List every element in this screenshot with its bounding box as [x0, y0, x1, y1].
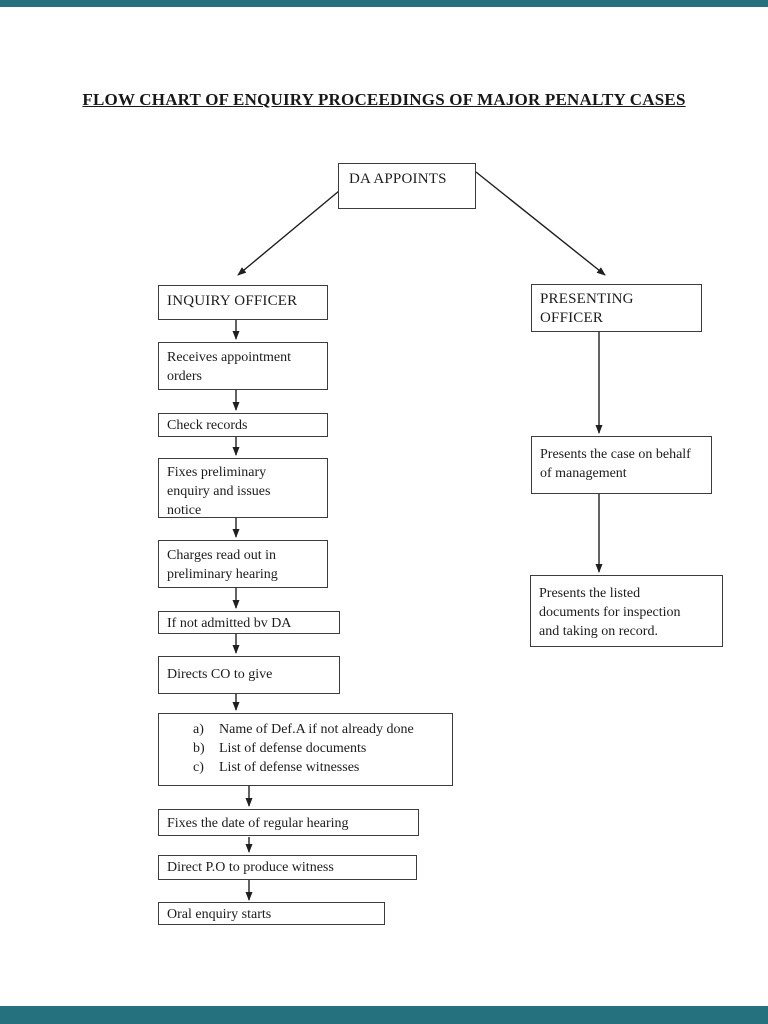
node-line: Presents the case on behalf	[540, 447, 691, 462]
list-marker: a)	[193, 722, 204, 737]
node-presents-case-on-behalf: Presents the case on behalf of managemen…	[531, 436, 712, 494]
flow-arrow	[475, 171, 606, 276]
node-line: Charges read out in	[167, 548, 276, 563]
node-line: enquiry and issues	[167, 484, 271, 499]
node-line: INQUIRY OFFICER	[167, 293, 298, 309]
node-line: PRESENTING	[540, 291, 634, 307]
node-line: Directs CO to give	[167, 667, 273, 682]
node-line: DA APPOINTS	[349, 171, 447, 187]
node-line: Check records	[167, 418, 248, 433]
flow-arrow	[237, 190, 340, 276]
node-line: Presents the listed	[539, 586, 641, 601]
node-direct-po-produce-witness: Direct P.O to produce witness	[158, 855, 417, 880]
node-line: preliminary hearing	[167, 567, 278, 582]
node-line: and taking on record.	[539, 624, 658, 639]
node-fixes-preliminary-enquiry: Fixes preliminary enquiry and issues not…	[158, 458, 328, 518]
node-line: Fixes preliminary	[167, 465, 267, 480]
node-presents-listed-documents: Presents the listed documents for inspec…	[530, 575, 723, 647]
node-line: of management	[540, 466, 627, 481]
viewer-bottom-bar	[0, 1006, 768, 1024]
node-receives-appointment-orders: Receives appointment orders	[158, 342, 328, 390]
page-title: FLOW CHART OF ENQUIRY PROCEEDINGS OF MAJ…	[82, 90, 686, 109]
node-inquiry-officer: INQUIRY OFFICER	[158, 285, 328, 320]
node-line: Oral enquiry starts	[167, 907, 272, 922]
node-line: orders	[167, 369, 202, 384]
node-if-not-admitted: If not admitted bv DA	[158, 611, 340, 634]
node-check-records: Check records	[158, 413, 328, 437]
node-presenting-officer: PRESENTING OFFICER	[531, 284, 702, 332]
viewer-top-bar	[0, 0, 768, 7]
list-marker: b)	[193, 741, 205, 756]
node-defense-list: a) Name of Def.A if not already done b) Li…	[158, 713, 453, 786]
list-item: c) List of defense witnesses	[159, 758, 452, 777]
list-text: Name of Def.A if not already done	[219, 722, 414, 737]
node-line: notice	[167, 503, 202, 518]
node-line: Fixes the date of regular hearing	[167, 816, 349, 831]
node-line: If not admitted bv DA	[167, 616, 292, 631]
node-line: Direct P.O to produce witness	[167, 860, 334, 875]
list-item: a) Name of Def.A if not already done	[159, 720, 452, 739]
node-oral-enquiry-starts: Oral enquiry starts	[158, 902, 385, 925]
list-text: List of defense witnesses	[219, 760, 360, 775]
list-marker: c)	[193, 760, 204, 775]
node-directs-co-to-give: Directs CO to give	[158, 656, 340, 694]
node-line: documents for inspection	[539, 605, 681, 620]
node-line: Receives appointment	[167, 350, 292, 365]
node-fixes-date-regular-hearing: Fixes the date of regular hearing	[158, 809, 419, 836]
list-item: b) List of defense documents	[159, 739, 452, 758]
list-text: List of defense documents	[219, 741, 367, 756]
node-charges-read-out: Charges read out in preliminary hearing	[158, 540, 328, 588]
node-da-appoints: DA APPOINTS	[338, 163, 476, 209]
node-line: OFFICER	[540, 310, 604, 326]
